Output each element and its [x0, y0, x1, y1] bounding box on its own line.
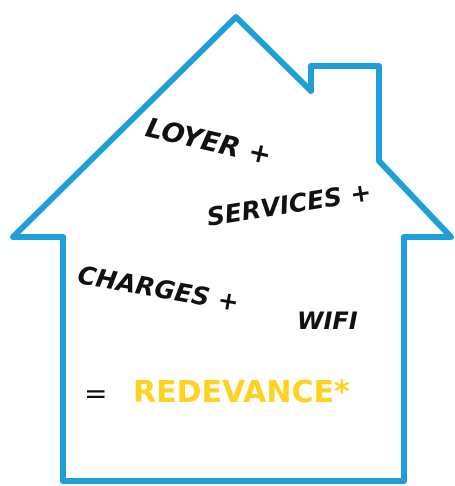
equals-sign: = — [84, 377, 108, 410]
redevance-label: REDEVANCE* — [133, 375, 350, 410]
wifi-label: WIFI — [297, 307, 358, 335]
